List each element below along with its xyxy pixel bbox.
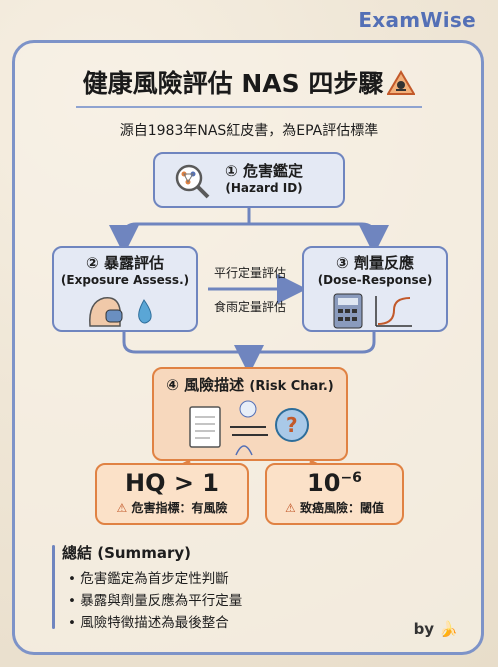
warning-icon: ⚠ [285, 501, 296, 515]
exposure-sub: (Exposure Assess.) [60, 273, 190, 287]
warning-icon: ⚠ [116, 501, 128, 515]
summary-section: 總結 (Summary) • 危害鑑定為首步定性判斷 • 暴露與劑量反應為平行定… [62, 542, 242, 633]
dose-sub: (Dose-Response) [317, 273, 433, 287]
cancer-exponent: −6 [340, 470, 362, 486]
result-cancer-risk: 10−6 ⚠ 致癌風險：閾值 [265, 463, 404, 525]
summary-heading: 總結 (Summary) [62, 544, 191, 562]
arrow-merge-line [122, 332, 376, 354]
hazard-title: ① 危害鑑定 [225, 162, 303, 180]
calculator-curve-icon [333, 293, 412, 329]
step-risk-characterization: ④ 風險描述 (Risk Char.) ? [152, 367, 348, 461]
cancer-note-row: ⚠ 致癌風險：閾值 [267, 499, 402, 516]
parallel-label-top: 平行定量評估 [213, 266, 286, 280]
hazard-warning-icon [386, 70, 417, 102]
banana-icon: 🍌 [439, 620, 458, 638]
title-text: 健康風險評估 NAS 四步驟 [82, 69, 384, 98]
hq-note-row: ⚠ 危害指標：有風險 [97, 499, 247, 516]
step-hazard-id: ① 危害鑑定 (Hazard ID) [153, 152, 345, 208]
byline-text: by [413, 620, 435, 638]
respirator-drop-icon [89, 297, 152, 327]
result-hq: HQ > 1 ⚠ 危害指標：有風險 [95, 463, 249, 525]
title-underline [76, 106, 422, 108]
step-dose-response: ③ 劑量反應 (Dose-Response) [302, 246, 448, 332]
summary-item: • 風險特徵描述為最後整合 [68, 615, 229, 631]
summary-accent-bar [52, 545, 55, 629]
risk-title: ④ 風險描述 (Risk Char.) [154, 374, 346, 395]
hq-note: 危害指標：有風險 [131, 501, 228, 515]
main-frame [12, 40, 484, 655]
subtitle: 源自1983年NAS紅皮書，為EPA評估標準 [119, 123, 379, 139]
arrow-split-line [122, 222, 376, 240]
hq-value: HQ > 1 [124, 469, 219, 497]
step-exposure: ② 暴露評估 (Exposure Assess.) [52, 246, 198, 332]
hazard-sub: (Hazard ID) [225, 181, 303, 195]
molecule-magnifier-icon [175, 164, 210, 199]
integration-icon: ? [189, 400, 309, 456]
summary-item: • 暴露與劑量反應為平行定量 [68, 593, 243, 609]
summary-item: • 危害鑑定為首步定性判斷 [68, 571, 229, 587]
byline: by 🍌 [414, 620, 458, 638]
brand-logo: ExamWise [358, 8, 476, 32]
cancer-base: 10 [307, 469, 341, 497]
svg-text:?: ? [286, 413, 298, 437]
page-title: 健康風險評估 NAS 四步驟 [0, 64, 498, 102]
cancer-note: 致癌風險：閾值 [299, 501, 384, 515]
dose-title: ③ 劑量反應 [336, 254, 414, 272]
risk-title-text: ④ 風險描述 [166, 376, 245, 394]
risk-sub: (Risk Char.) [249, 379, 334, 394]
parallel-label-bottom: 食雨定量評估 [213, 300, 286, 314]
cancer-value: 10−6 [267, 469, 402, 497]
exposure-title: ② 暴露評估 [86, 254, 164, 272]
